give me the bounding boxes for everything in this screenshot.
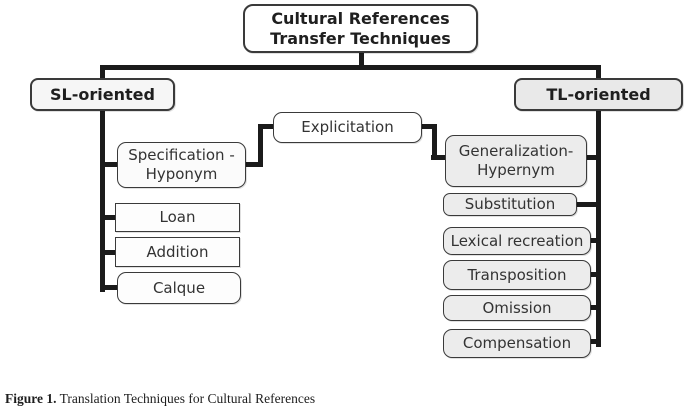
connector-explicitation-left-elbow-top bbox=[258, 124, 274, 129]
root-node-line2: Transfer Techniques bbox=[270, 28, 451, 48]
connector-explicitation-left-elbow-vert bbox=[258, 124, 263, 167]
connector-explicitation-right-elbow-bottom bbox=[431, 155, 446, 160]
connector-specification-stub bbox=[100, 162, 118, 167]
connector-calque-stub bbox=[100, 285, 119, 290]
sl-oriented-node: SL-oriented bbox=[30, 78, 175, 111]
tl-oriented-label: TL-oriented bbox=[546, 84, 651, 104]
generalization-line1: Generalization- bbox=[458, 142, 574, 161]
connector-generalization-stub bbox=[586, 155, 601, 160]
connector-left-trunk bbox=[100, 65, 105, 292]
generalization-hypernym-node: Generalization- Hypernym bbox=[445, 135, 587, 187]
lexical-recreation-node: Lexical recreation bbox=[443, 227, 591, 255]
compensation-node: Compensation bbox=[443, 329, 591, 358]
root-node-cultural-references: Cultural References Transfer Techniques bbox=[243, 4, 478, 53]
connector-explicitation-left-elbow-bottom bbox=[245, 162, 263, 167]
omission-label: Omission bbox=[482, 298, 552, 317]
loan-node: Loan bbox=[115, 203, 240, 232]
transposition-label: Transposition bbox=[467, 265, 567, 284]
substitution-node: Substitution bbox=[443, 193, 577, 216]
specification-line2: Hyponym bbox=[145, 165, 218, 183]
explicitation-label: Explicitation bbox=[301, 118, 394, 137]
connector-loan-stub bbox=[100, 215, 116, 220]
tl-oriented-node: TL-oriented bbox=[514, 78, 683, 111]
compensation-label: Compensation bbox=[462, 334, 572, 353]
explicitation-node: Explicitation bbox=[273, 112, 422, 143]
calque-label: Calque bbox=[152, 278, 206, 297]
root-node-line1: Cultural References bbox=[271, 8, 450, 28]
connector-substitution-stub bbox=[576, 202, 601, 207]
connector-root-stub bbox=[359, 53, 364, 66]
specification-hyponym-node: Specification - Hyponym bbox=[117, 142, 246, 188]
connector-explicitation-right-elbow-vert bbox=[432, 124, 437, 160]
figure-caption-number: Figure 1. bbox=[5, 391, 57, 406]
figure-caption-text: Translation Techniques for Cultural Refe… bbox=[56, 391, 316, 406]
calque-node: Calque bbox=[117, 272, 241, 304]
substitution-label: Substitution bbox=[464, 195, 556, 214]
connector-compensation-stub bbox=[590, 339, 601, 344]
connector-explicitation-right-elbow-top bbox=[421, 124, 437, 129]
transposition-node: Transposition bbox=[443, 260, 591, 290]
connector-omission-stub bbox=[590, 305, 601, 310]
omission-node: Omission bbox=[443, 295, 591, 321]
figure-caption: Figure 1. Translation Techniques for Cul… bbox=[5, 391, 315, 407]
sl-oriented-label: SL-oriented bbox=[50, 84, 155, 104]
connector-addition-stub bbox=[100, 250, 116, 255]
specification-line1: Specification - bbox=[128, 146, 235, 165]
loan-label: Loan bbox=[159, 208, 196, 227]
connector-transposition-stub bbox=[590, 272, 601, 277]
connector-main-trunk bbox=[100, 65, 601, 70]
lexical-recreation-label: Lexical recreation bbox=[450, 231, 584, 250]
generalization-line2: Hypernym bbox=[477, 161, 555, 179]
addition-node: Addition bbox=[115, 237, 240, 267]
addition-label: Addition bbox=[146, 242, 209, 261]
connector-lexical-recreation-stub bbox=[590, 238, 601, 243]
